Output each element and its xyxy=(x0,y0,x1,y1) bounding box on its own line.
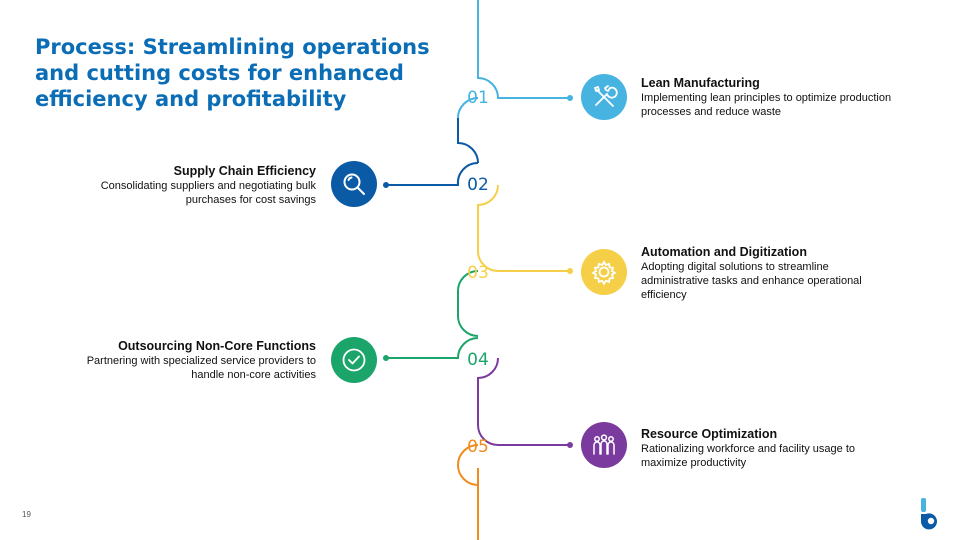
step-badge-05 xyxy=(581,422,627,468)
step-heading-05: Resource Optimization xyxy=(641,427,778,441)
step-desc-03: Adopting digital solutions to streamline… xyxy=(641,261,862,301)
magnifier-icon xyxy=(343,173,365,195)
timeline-segment-01 xyxy=(477,0,570,99)
step-number-04: 04 xyxy=(467,350,489,370)
timeline-segment-03 xyxy=(477,184,570,272)
timeline-tail-curve xyxy=(457,464,479,540)
tools-icon xyxy=(593,85,618,107)
gear-icon xyxy=(591,260,617,286)
timeline-segment-05 xyxy=(477,357,570,446)
timeline-curve-01 xyxy=(457,97,479,119)
step-desc-02: Consolidating suppliers and negotiating … xyxy=(100,180,316,206)
step-badge-01 xyxy=(581,74,627,120)
step-badge-02 xyxy=(331,161,377,207)
step-text-01: Lean Manufacturing Implementing lean pri… xyxy=(641,76,901,119)
step-number-03: 03 xyxy=(467,263,489,283)
step-text-05: Resource Optimization Rationalizing work… xyxy=(641,427,891,470)
step-text-03: Automation and Digitization Adopting dig… xyxy=(641,245,871,302)
page-number: 19 xyxy=(22,510,31,519)
step-heading-02: Supply Chain Efficiency xyxy=(173,164,316,178)
page-title: Process: Streamlining operations and cut… xyxy=(35,35,430,111)
timeline-curve-04 xyxy=(386,337,479,359)
timeline-dot-04 xyxy=(383,355,389,361)
step-text-04: Outsourcing Non-Core Functions Partnerin… xyxy=(46,339,316,382)
step-desc-05: Rationalizing workforce and facility usa… xyxy=(641,443,856,469)
step-heading-04: Outsourcing Non-Core Functions xyxy=(118,339,316,353)
step-desc-04: Partnering with specialized service prov… xyxy=(86,355,316,381)
step-badge-04 xyxy=(331,337,377,383)
timeline-curve-02 xyxy=(386,161,479,186)
brand-logo-icon xyxy=(920,498,937,530)
step-badge-03 xyxy=(581,249,627,295)
step-number-02: 02 xyxy=(467,175,489,195)
timeline-dot-05 xyxy=(567,442,573,448)
team-icon xyxy=(593,434,615,455)
timeline-segment-02 xyxy=(457,118,479,164)
timeline-tail xyxy=(457,444,479,540)
timeline-dot-03 xyxy=(567,268,573,274)
check-badge-icon xyxy=(342,348,366,372)
step-heading-03: Automation and Digitization xyxy=(641,245,807,259)
step-heading-01: Lean Manufacturing xyxy=(641,76,760,90)
timeline-segment-04 xyxy=(457,270,479,337)
step-desc-01: Implementing lean principles to optimize… xyxy=(641,92,892,118)
timeline-dot-01 xyxy=(567,95,573,101)
step-number-01: 01 xyxy=(467,88,489,108)
step-number-05: 05 xyxy=(467,437,489,457)
timeline-dot-02 xyxy=(383,182,389,188)
step-text-02: Supply Chain Efficiency Consolidating su… xyxy=(36,164,316,207)
